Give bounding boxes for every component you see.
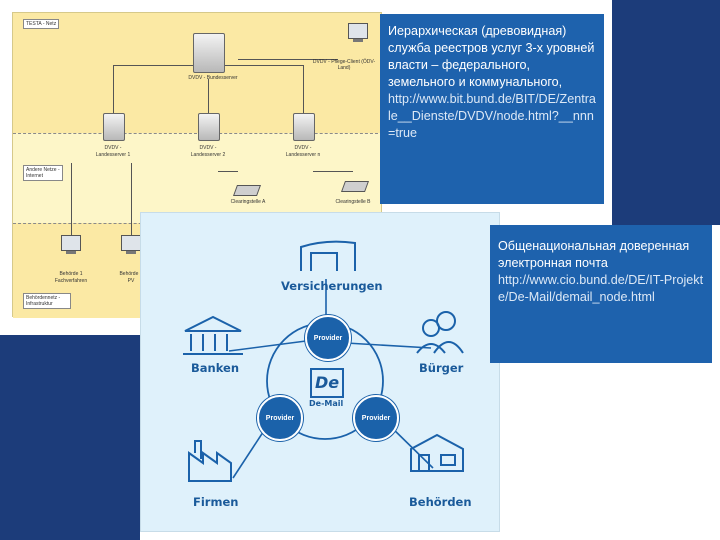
wire-clearing-b [313,171,353,172]
bank-icon [183,315,243,355]
de-mail-logo-icon [310,368,344,398]
banken-label: Banken [191,361,240,375]
clearing-b-label: Clearingstelle B [335,199,371,205]
landesserver-2-icon [198,113,220,141]
bundesserver-label: DVDV - Bundesserver [188,75,238,81]
wire-left-down [113,65,114,115]
pflege-client-icon [348,23,368,42]
buerger-label: Bürger [419,361,464,375]
landesserver-n-line2: Landesserver n [285,152,321,158]
info-box-1-link[interactable]: http://www.bit.bund.de/BIT/DE/Zentrale__… [388,92,596,140]
factory-icon [188,440,232,482]
testa-zone [13,13,381,133]
behoerde-2-icon [121,235,141,254]
wire-behoerde-2 [131,163,132,243]
behoerden-label: Behörden [409,495,472,509]
behoerde-2-line2: PV [127,278,135,284]
authority-building-icon [410,433,464,472]
landesserver-n-line1: DVDV - [294,145,312,151]
de-mail-logo-text: De-Mail [309,399,344,408]
wire-clearing-a [218,171,238,172]
clearing-a-icon [232,185,262,196]
behoerde-1-line1: Behörde 1 [59,271,83,277]
wire-right-down [303,65,304,115]
citizens-icon [416,311,464,354]
bundesserver-icon [193,33,225,73]
background-blue-bottom-left [0,335,140,540]
de-mail-connections [183,240,464,482]
versicherungen-icon [300,240,356,271]
wire-behoerde-1 [71,163,72,243]
info-box-de-mail: Общенациональная доверенная электронная … [490,225,712,363]
landesserver-1-line2: Landesserver 1 [95,152,131,158]
landesserver-1-icon [103,113,125,141]
pflege-client-label: DVDV - Pflege-Client (ÖDV-Land) [312,59,376,71]
other-nets-tag: Andere Netze - Internet [23,165,63,181]
landesserver-1-line1: DVDV - [104,145,122,151]
behoerde-1-icon [61,235,81,254]
wire-pflege [238,59,338,60]
provider-node-right: Provider [353,395,399,441]
authority-net-tag: Behördennetz - Infrastruktur [23,293,71,309]
versicherungen-label: Versicherungen [281,279,383,293]
info-box-1-title: Иерархическая (древовидная) служба реест… [388,24,595,89]
firmen-label: Firmen [193,495,239,509]
landesserver-2-line1: DVDV - [199,145,217,151]
info-box-dvdv: Иерархическая (древовидная) служба реест… [380,14,604,204]
de-mail-logo-mark: De [315,373,340,392]
wire-mid-down [208,79,209,115]
landesserver-n-icon [293,113,315,141]
de-mail-diagram: Versicherungen Banken Bürger Firmen Behö… [140,212,500,532]
landesserver-2-line2: Landesserver 2 [190,152,226,158]
provider-node-top: Provider [305,315,351,361]
background-blue-top-right [612,0,720,225]
behoerde-2-line1: Behörde 2 [119,271,143,277]
info-box-2-title: Общенациональная доверенная электронная … [498,239,690,270]
provider-node-left: Provider [257,395,303,441]
testa-net-tag: TESTA - Netz [23,19,60,29]
clearing-b-icon [340,181,370,192]
info-box-2-link[interactable]: http://www.cio.bund.de/DE/IT-Projekte/De… [498,273,704,304]
behoerde-1-line2: Fachverfahren [54,278,88,284]
clearing-a-label: Clearingstelle A [230,199,266,205]
